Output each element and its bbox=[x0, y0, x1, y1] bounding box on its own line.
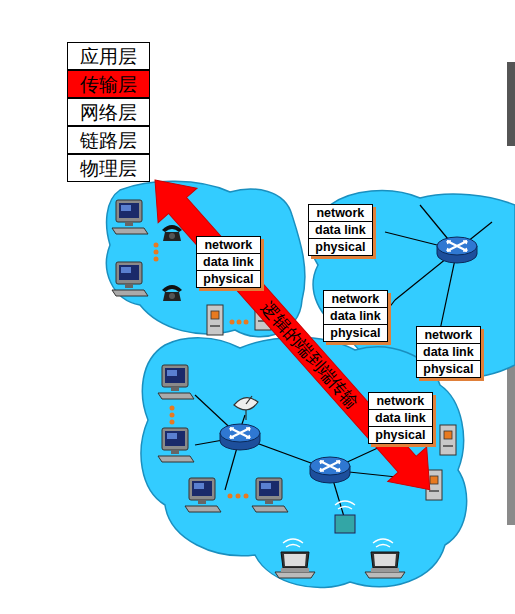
layer-name: 物理层 bbox=[68, 155, 149, 181]
stack-layer-name: data link bbox=[324, 308, 387, 325]
stack-layer-name: network bbox=[417, 327, 480, 344]
protocol-layer-box: 物理层 bbox=[67, 154, 150, 182]
stack-layer-name: data link bbox=[197, 254, 260, 271]
protocol-layer-box: 链路层 bbox=[67, 126, 150, 154]
protocol-stack-box: networkdata linkphysical bbox=[368, 392, 433, 444]
protocol-layer-box: 应用层 bbox=[67, 42, 150, 70]
stack-layer-name: data link bbox=[369, 410, 432, 427]
stack-layer-name: data link bbox=[417, 344, 480, 361]
layer-name: 传输层 bbox=[68, 71, 149, 97]
layer-name: 链路层 bbox=[68, 127, 149, 153]
stack-layer-name: network bbox=[324, 291, 387, 308]
end-to-end-arrow bbox=[136, 163, 450, 507]
protocol-layer-box: 网络层 bbox=[67, 98, 150, 126]
stack-layer-name: physical bbox=[369, 427, 432, 443]
stack-layer-name: network bbox=[309, 205, 372, 222]
stack-layer-name: physical bbox=[417, 361, 480, 377]
layer-name: 网络层 bbox=[68, 99, 149, 125]
stack-layer-name: physical bbox=[197, 271, 260, 287]
protocol-stack-box: networkdata linkphysical bbox=[196, 236, 261, 288]
protocol-stack-box: networkdata linkphysical bbox=[416, 326, 481, 378]
stack-layer-name: data link bbox=[309, 222, 372, 239]
protocol-stack-box: networkdata linkphysical bbox=[323, 290, 388, 342]
protocol-layer-box: 传输层 bbox=[67, 70, 150, 98]
stack-layer-name: physical bbox=[309, 239, 372, 255]
stack-layer-name: physical bbox=[324, 325, 387, 341]
layer-name: 应用层 bbox=[68, 43, 149, 69]
protocol-stack-box: networkdata linkphysical bbox=[308, 204, 373, 256]
stack-layer-name: network bbox=[369, 393, 432, 410]
stack-layer-name: network bbox=[197, 237, 260, 254]
